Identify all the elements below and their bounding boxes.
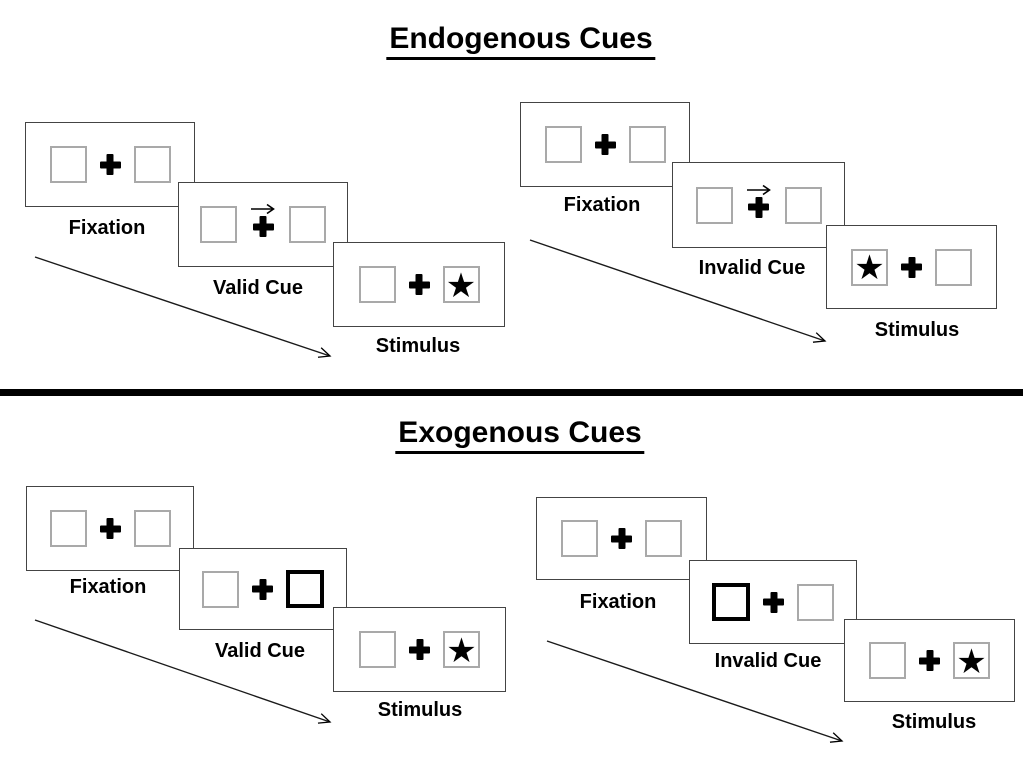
stimulus-screen-card: ★ (333, 607, 506, 692)
star-target-box: ★ (443, 631, 480, 668)
step-label: Fixation (69, 576, 147, 598)
section-title-endogenous: Endogenous Cues (386, 22, 656, 60)
step-label: Invalid Cue (714, 650, 822, 672)
timeline-arrow-icon (34, 256, 332, 358)
cue-arrow-icon (251, 203, 275, 215)
left-placeholder-box (49, 510, 87, 547)
fixation-screen-card (536, 497, 707, 580)
step-label: Fixation (68, 217, 146, 239)
step-label: Stimulus (377, 699, 463, 721)
stimulus-screen-card: ★ (844, 619, 1015, 702)
step-label: Valid Cue (214, 640, 306, 662)
fixation-screen-card (25, 122, 195, 207)
step-label: Valid Cue (212, 277, 304, 299)
cue-arrow-icon (746, 184, 771, 195)
left-placeholder-box (561, 520, 598, 557)
cued-box (712, 583, 750, 621)
star-icon: ★ (445, 266, 477, 305)
step-label: Stimulus (891, 711, 977, 733)
left-placeholder-box (200, 206, 237, 243)
section-title-exogenous: Exogenous Cues (395, 416, 645, 454)
fixation-cross-icon (100, 518, 121, 539)
right-placeholder-box (289, 206, 326, 243)
fixation-cross-icon (409, 274, 430, 295)
step-label: Fixation (579, 591, 657, 613)
right-placeholder-box (133, 510, 171, 547)
stimulus-screen-card: ★ (333, 242, 505, 327)
cued-box (286, 570, 324, 608)
right-placeholder-box (133, 146, 171, 183)
fixation-cross-icon (919, 650, 940, 671)
timeline-arrow-icon (529, 239, 827, 343)
step-label: Stimulus (874, 319, 960, 341)
star-target-box: ★ (953, 642, 990, 679)
right-placeholder-box (784, 186, 822, 224)
fixation-cross-icon (253, 216, 274, 237)
cue-screen-card (672, 162, 845, 248)
right-placeholder-box (628, 126, 666, 163)
timeline-arrow-icon (34, 619, 332, 724)
fixation-screen-card (520, 102, 690, 187)
left-placeholder-box (49, 146, 87, 183)
star-icon: ★ (446, 631, 477, 670)
star-icon: ★ (956, 642, 987, 681)
star-target-box: ★ (442, 266, 480, 305)
fixation-cross-icon (252, 579, 273, 600)
fixation-cross-icon (748, 197, 769, 218)
fixation-cross-icon (595, 134, 616, 155)
section-divider (0, 389, 1023, 396)
right-placeholder-box (935, 248, 972, 286)
right-placeholder-box (645, 520, 682, 557)
timeline-arrow-icon (546, 640, 844, 743)
left-placeholder-box (202, 570, 239, 608)
left-placeholder-box (869, 642, 906, 679)
left-placeholder-box (359, 631, 396, 668)
star-icon: ★ (854, 249, 885, 287)
step-label: Invalid Cue (698, 257, 806, 279)
step-label: Fixation (563, 194, 641, 216)
stimulus-screen-card: ★ (826, 225, 997, 309)
left-placeholder-box (695, 186, 733, 224)
step-label: Stimulus (375, 335, 461, 357)
cue-screen-card (178, 182, 348, 267)
cue-screen-card (689, 560, 857, 644)
fixation-cross-icon (611, 528, 632, 549)
fixation-cross-icon (100, 154, 121, 175)
left-placeholder-box (544, 126, 582, 163)
fixation-screen-card (26, 486, 194, 571)
fixation-cross-icon (763, 592, 784, 613)
star-target-box: ★ (851, 248, 888, 287)
cue-screen-card (179, 548, 347, 630)
right-placeholder-box (797, 583, 834, 621)
fixation-cross-icon (901, 257, 922, 278)
left-placeholder-box (358, 266, 396, 303)
fixation-cross-icon (409, 639, 430, 660)
